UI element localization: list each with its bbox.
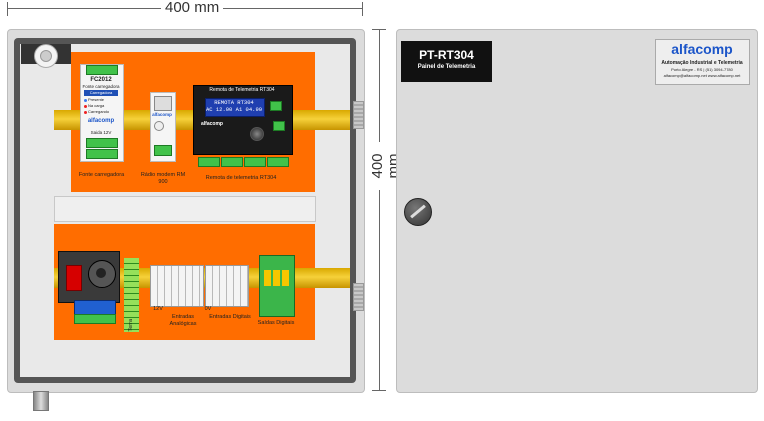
rt304-logo: alfacomp: [201, 121, 223, 127]
v12-label: 12V: [153, 306, 163, 312]
analog-label: Entradas Analógicas: [169, 314, 197, 327]
door-nameplate: [401, 41, 492, 82]
psu-item-1: Presente: [88, 97, 105, 102]
door-lock-icon[interactable]: [404, 198, 432, 226]
psu-terminal-top: [86, 65, 118, 75]
width-dimension-tick-left: [7, 2, 8, 16]
cable-gland: [33, 391, 49, 411]
psu-led-red-2: [84, 111, 87, 114]
psu-item-3: Carregando: [88, 109, 110, 114]
rt304-terminal-side: [270, 101, 282, 111]
psu-bar: [84, 90, 118, 96]
inlet-terminal: [74, 314, 116, 324]
psu-brand: FC2012: [90, 77, 112, 83]
door-subtitle: Painel de Telemetria: [417, 64, 476, 70]
rt304-display: [205, 98, 265, 117]
digital-output-label: Saídas Digitais: [257, 320, 295, 326]
modem-antenna-port-icon: [154, 96, 172, 111]
rt304-display-line1: REMOTA RT304: [214, 99, 254, 106]
height-dimension-tick-bottom: [372, 390, 386, 391]
psu-led-blue: [84, 99, 87, 102]
modem-logo: alfacomp: [152, 112, 172, 117]
rt304-title: Remota de Telemetria RT304: [209, 87, 275, 93]
socket-hole: [96, 268, 106, 278]
modem-terminal: [154, 145, 172, 156]
relay-3: [282, 270, 289, 286]
psu-output: Saida 12V: [90, 130, 112, 135]
relay-1: [264, 270, 271, 286]
v0-label: 0V: [204, 306, 212, 312]
height-dimension-line: [379, 29, 380, 391]
width-dimension-label: 400 mm: [161, 0, 224, 16]
digital-input-terminals: [205, 265, 249, 307]
psu-item-2: Na carga: [88, 103, 105, 108]
rt304-terminal-4: [267, 157, 289, 167]
rt304-terminal-side-2: [273, 121, 285, 131]
rt304-terminal-1: [198, 157, 220, 167]
door-title: PT-RT304: [419, 48, 474, 62]
power-switch-icon[interactable]: [66, 265, 82, 291]
rt304-terminal-2: [221, 157, 243, 167]
door-logo-text: alfacomp: [671, 41, 733, 57]
terra-terminal-strip: [124, 258, 139, 332]
modem-connector-icon: [154, 121, 164, 131]
psu-subtitle: Fonte carregadora: [82, 84, 120, 89]
terra-label: Terra: [127, 318, 134, 332]
rt304-remote-unit: [193, 85, 293, 155]
relay-2: [273, 270, 280, 286]
door-logo-subtitle: Automação Industrial e Telemetria: [661, 60, 743, 66]
door-logo-line2: alfacomp@alfacomp.net www.alfacomp.net: [663, 73, 741, 78]
hinge-upper: [353, 101, 364, 129]
digital-input-label: Entradas Digitais: [209, 314, 251, 320]
psu-terminal-mid: [86, 138, 118, 148]
height-dimension-tick-top: [372, 29, 386, 30]
width-dimension-tick-right: [362, 2, 363, 16]
bolt-center: [40, 50, 52, 62]
rt304-display-line2: AC 12.00 A1 04.90: [205, 106, 263, 113]
psu-label: Fonte carregadora: [78, 172, 125, 178]
psu-terminal-bottom: [86, 149, 118, 159]
rt304-label: Remota de telemetria RT304: [205, 175, 277, 181]
cable-duct: [54, 196, 316, 222]
modem-label: Rádio modem RM 900: [140, 172, 186, 185]
digital-output-relays: [259, 255, 295, 317]
enclosure-closed-door: [396, 29, 758, 393]
hinge-lower: [353, 283, 364, 311]
psu-led-red: [84, 105, 87, 108]
analog-input-terminals: [150, 265, 204, 307]
rt304-terminal-3: [244, 157, 266, 167]
psu-logo: alfacomp: [87, 118, 115, 124]
door-logo-line1: Porto Alegre - RS | (51) 3094-7780: [671, 67, 733, 72]
rt304-knob-icon: [250, 127, 264, 141]
psu-item-0: Carregadora: [89, 90, 113, 95]
door-logo-plate: [655, 39, 750, 85]
